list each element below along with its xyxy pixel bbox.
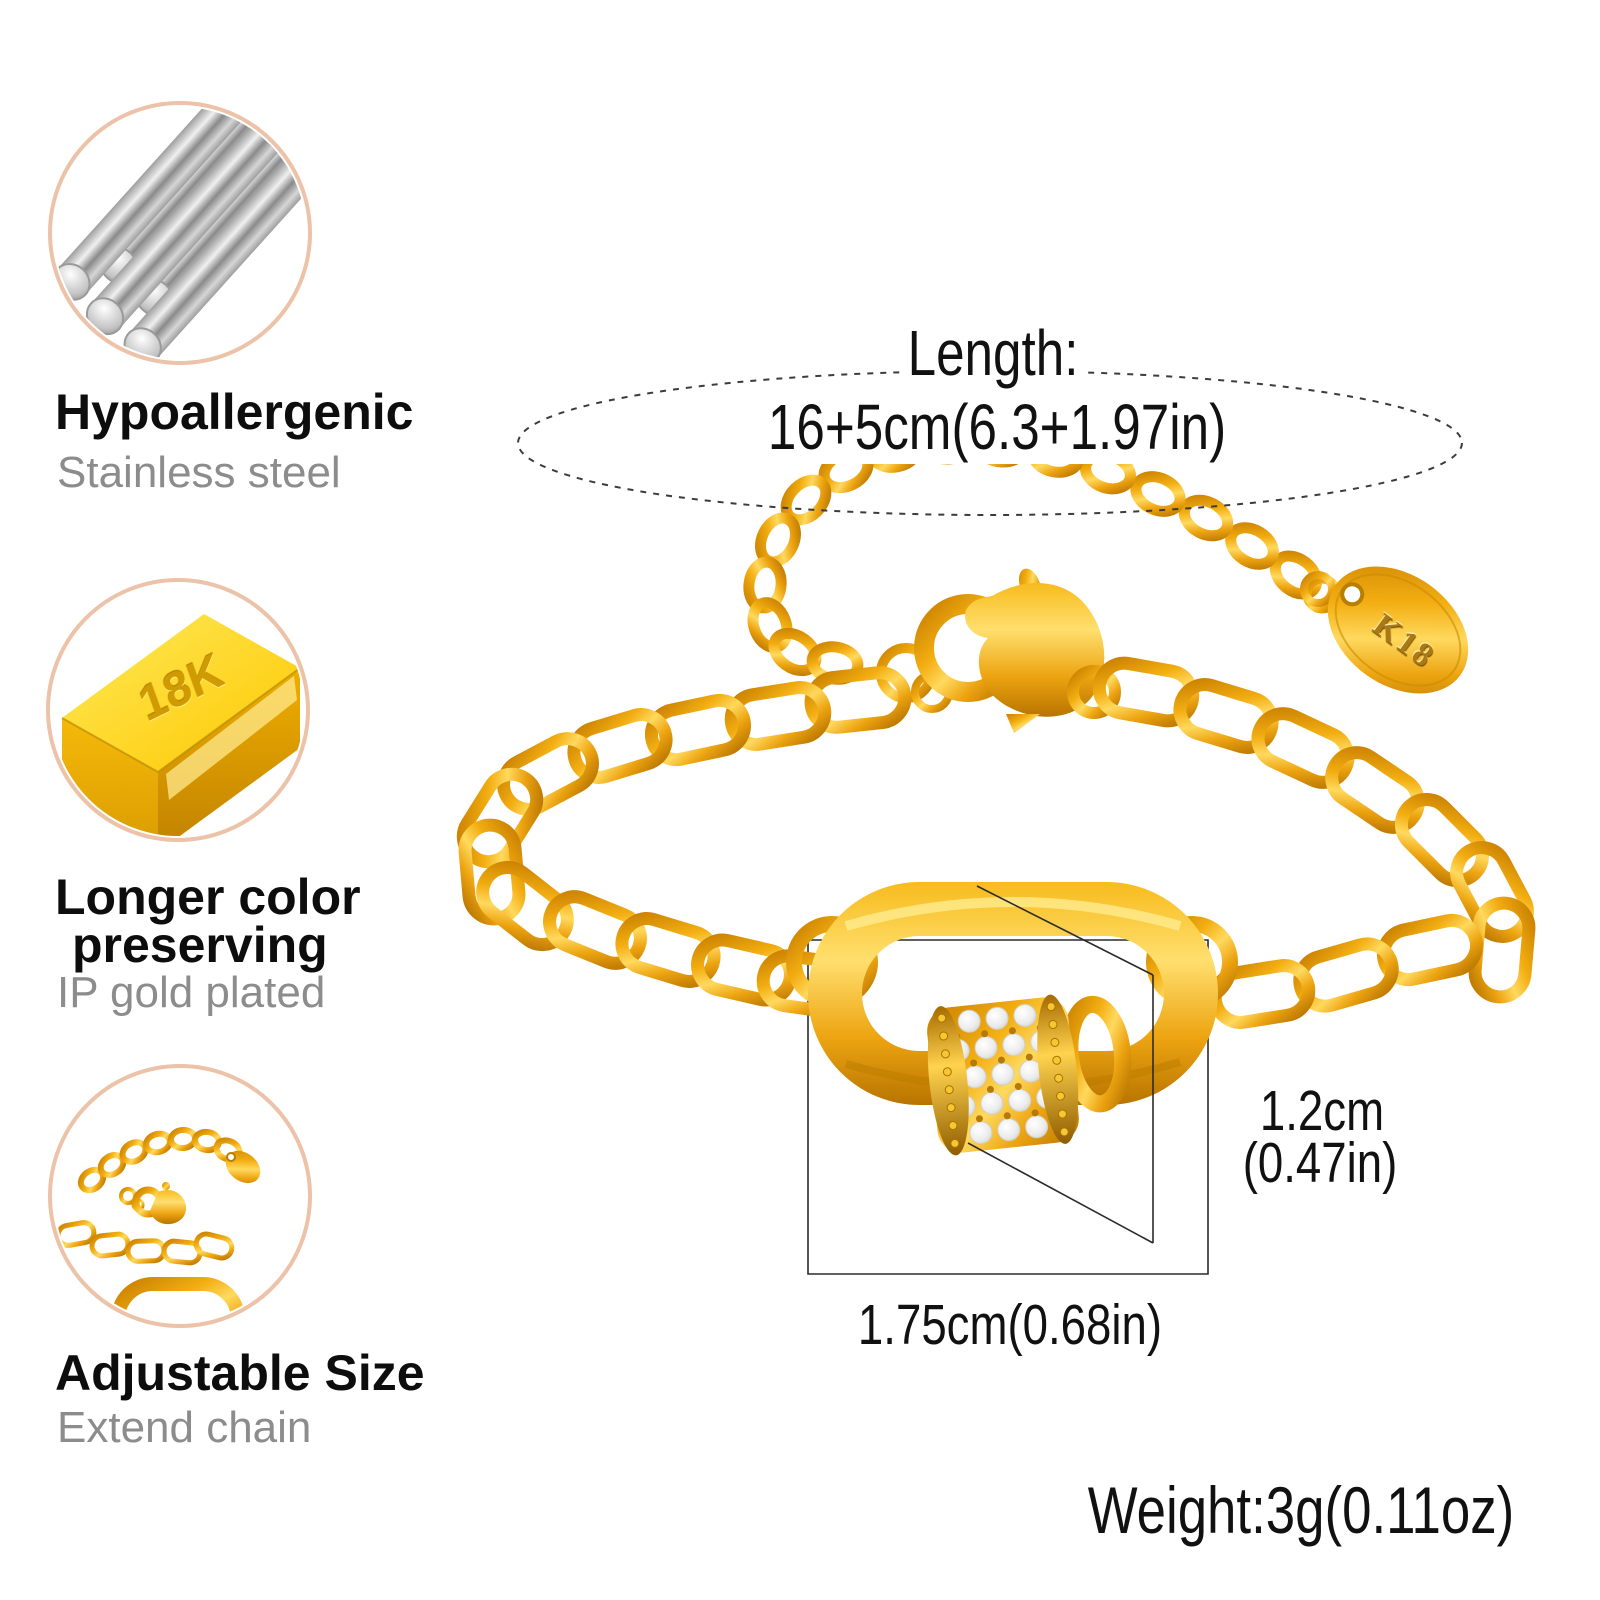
callout-subtitle-stainless: Stainless steel — [57, 448, 341, 497]
callout-circle-adjustable — [48, 1064, 312, 1328]
charm-height-cm: 1.2cm — [1259, 1079, 1385, 1143]
charm-height-in: (0.47in) — [1242, 1131, 1398, 1195]
weight-label: Weight:3g(0.11oz) — [1087, 1473, 1515, 1547]
callout-subtitle-ip-gold: IP gold plated — [57, 968, 326, 1017]
callout-title-hypoallergenic: Hypoallergenic — [55, 384, 414, 440]
pave-cylinder — [927, 994, 1132, 1156]
charm-width-measure-box — [807, 939, 1209, 1275]
callout-title-color-line1: Longer color — [55, 869, 361, 925]
k18-tag — [1300, 566, 1469, 694]
callout-title-color-line2: preserving — [72, 917, 328, 973]
carabiner-charm — [786, 882, 1238, 1156]
rim-beads — [937, 1002, 1069, 1148]
callout-subtitle-extend: Extend chain — [57, 1403, 312, 1452]
callout-circle-hypoallergenic — [48, 101, 312, 365]
charm-width-label: 1.75cm(0.68in) — [857, 1293, 1163, 1357]
charm-height-measure-lines — [967, 885, 1154, 1244]
callout-title-adjustable: Adjustable Size — [55, 1345, 425, 1401]
lobster-clasp — [876, 568, 1121, 733]
length-label: Length: — [876, 316, 1110, 390]
callout-circle-gold-plated — [46, 578, 310, 842]
left-chain — [456, 666, 912, 1019]
length-value: 16+5cm(6.3+1.97in) — [701, 390, 1294, 464]
